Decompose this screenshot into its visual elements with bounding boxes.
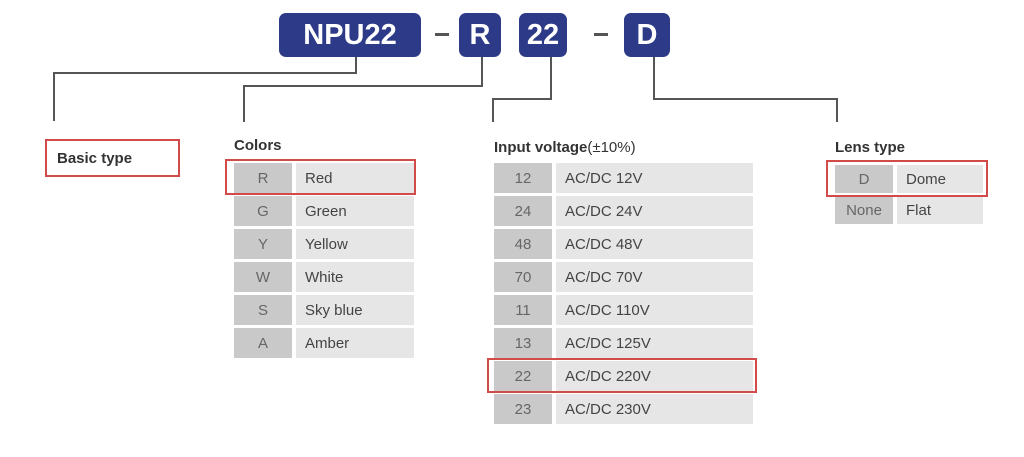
lens-heading: Lens type <box>835 139 906 156</box>
description-cell: AC/DC 24V <box>556 196 753 226</box>
voltage-highlight <box>487 358 757 393</box>
connector-voltage <box>492 98 552 100</box>
code-lens-badge: D <box>624 13 670 57</box>
connector-color <box>243 85 245 122</box>
code-cell: G <box>234 196 292 226</box>
connector-lens <box>653 57 655 99</box>
connector-base <box>53 72 357 74</box>
code-cell: W <box>234 262 292 292</box>
code-cell: 48 <box>494 229 552 259</box>
code-voltage-badge: 22 <box>519 13 567 57</box>
connector-voltage <box>492 98 494 122</box>
description-cell: Yellow <box>296 229 414 259</box>
description-cell: Sky blue <box>296 295 414 325</box>
code-cell: 23 <box>494 394 552 424</box>
code-cell: R <box>234 163 292 193</box>
connector-base <box>53 72 55 121</box>
description-cell: AC/DC 110V <box>556 295 753 325</box>
description-cell: White <box>296 262 414 292</box>
description-cell: AC/DC 125V <box>556 328 753 358</box>
code-cell: 12 <box>494 163 552 193</box>
connector-lens <box>836 98 838 122</box>
code-cell: 24 <box>494 196 552 226</box>
code-cell: 11 <box>494 295 552 325</box>
description-cell: Amber <box>296 328 414 358</box>
code-cell: A <box>234 328 292 358</box>
code-cell: D <box>835 165 893 193</box>
connector-color <box>481 57 483 86</box>
voltage-heading-suffix: (±10%) <box>587 139 636 156</box>
description-cell: Red <box>296 163 414 193</box>
connector-voltage <box>550 57 552 99</box>
colors-highlight <box>225 159 416 195</box>
basic-type-label: Basic type <box>57 149 133 167</box>
code-cell: None <box>835 196 893 224</box>
lens-highlight <box>826 160 988 197</box>
description-cell: Green <box>296 196 414 226</box>
basic-type-box: Basic type <box>45 139 180 177</box>
colors-heading: Colors <box>234 137 282 154</box>
description-cell: Flat <box>897 196 983 224</box>
description-cell: AC/DC 70V <box>556 262 753 292</box>
code-cell: Y <box>234 229 292 259</box>
description-cell: AC/DC 12V <box>556 163 753 193</box>
connector-color <box>243 85 483 87</box>
code-cell: 13 <box>494 328 552 358</box>
code-color-badge: R <box>459 13 501 57</box>
description-cell: AC/DC 220V <box>556 361 753 391</box>
code-separator-2 <box>594 33 608 36</box>
description-cell: Dome <box>897 165 983 193</box>
code-cell: S <box>234 295 292 325</box>
voltage-heading-title: Input voltage <box>494 139 588 156</box>
description-cell: AC/DC 48V <box>556 229 753 259</box>
description-cell: AC/DC 230V <box>556 394 753 424</box>
code-base-badge: NPU22 <box>279 13 421 57</box>
code-separator-1 <box>435 33 449 36</box>
connector-base <box>355 57 357 73</box>
code-cell: 70 <box>494 262 552 292</box>
connector-lens <box>653 98 838 100</box>
code-cell: 22 <box>494 361 552 391</box>
voltage-heading: Input voltage(±10%) <box>494 139 636 156</box>
